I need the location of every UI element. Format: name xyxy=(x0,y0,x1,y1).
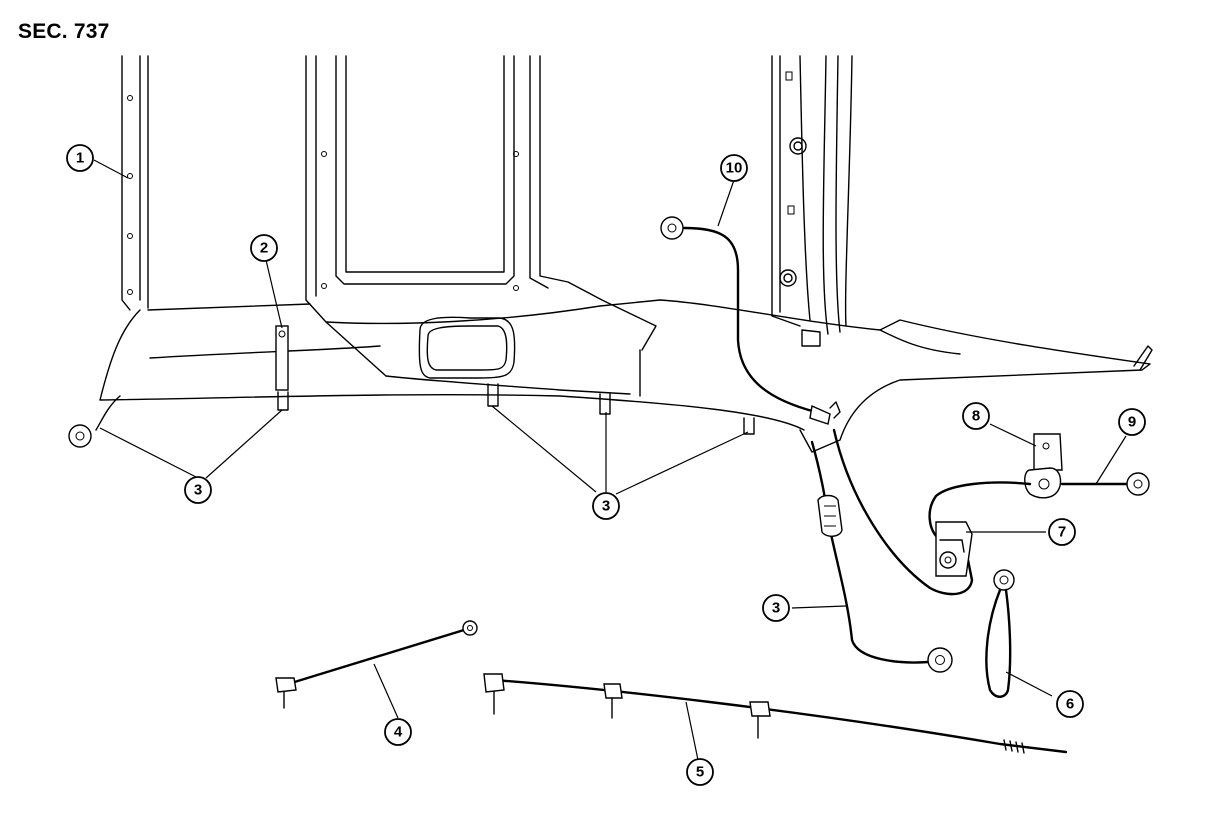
callout-9: 9 xyxy=(1118,408,1146,436)
callout-3c: 3 xyxy=(762,594,790,622)
svg-text:2: 2 xyxy=(260,240,268,257)
svg-text:4: 4 xyxy=(394,724,403,741)
harness-4 xyxy=(275,620,478,709)
harness-3-right xyxy=(810,428,974,673)
callout-5: 5 xyxy=(686,758,714,786)
callout-7: 7 xyxy=(1048,518,1076,546)
body-panels xyxy=(99,55,1153,453)
svg-text:6: 6 xyxy=(1066,696,1074,713)
harness-10 xyxy=(660,216,841,425)
callout-1: 1 xyxy=(66,144,94,172)
svg-text:3: 3 xyxy=(602,498,610,515)
callout-6: 6 xyxy=(1056,690,1084,718)
svg-text:10: 10 xyxy=(726,160,743,177)
svg-text:3: 3 xyxy=(194,482,202,499)
ground-strap-6 xyxy=(985,569,1015,698)
callout-2: 2 xyxy=(250,234,278,262)
clip-7-bracket-8-harness-9 xyxy=(928,433,1150,577)
callout-8: 8 xyxy=(962,402,990,430)
svg-text:1: 1 xyxy=(76,150,84,167)
callout-10: 10 xyxy=(720,154,748,182)
callout-3b: 3 xyxy=(592,492,620,520)
section-label: SEC. 737 xyxy=(18,20,110,43)
harness-5 xyxy=(483,673,1068,754)
svg-text:3: 3 xyxy=(772,600,780,617)
svg-text:8: 8 xyxy=(972,408,980,425)
leader-lines xyxy=(93,159,1127,761)
callout-3a: 3 xyxy=(184,476,212,504)
svg-text:5: 5 xyxy=(696,764,704,781)
svg-text:9: 9 xyxy=(1128,414,1136,431)
callout-4: 4 xyxy=(384,718,412,746)
harness-3-clips xyxy=(68,325,755,448)
svg-text:7: 7 xyxy=(1058,524,1066,541)
